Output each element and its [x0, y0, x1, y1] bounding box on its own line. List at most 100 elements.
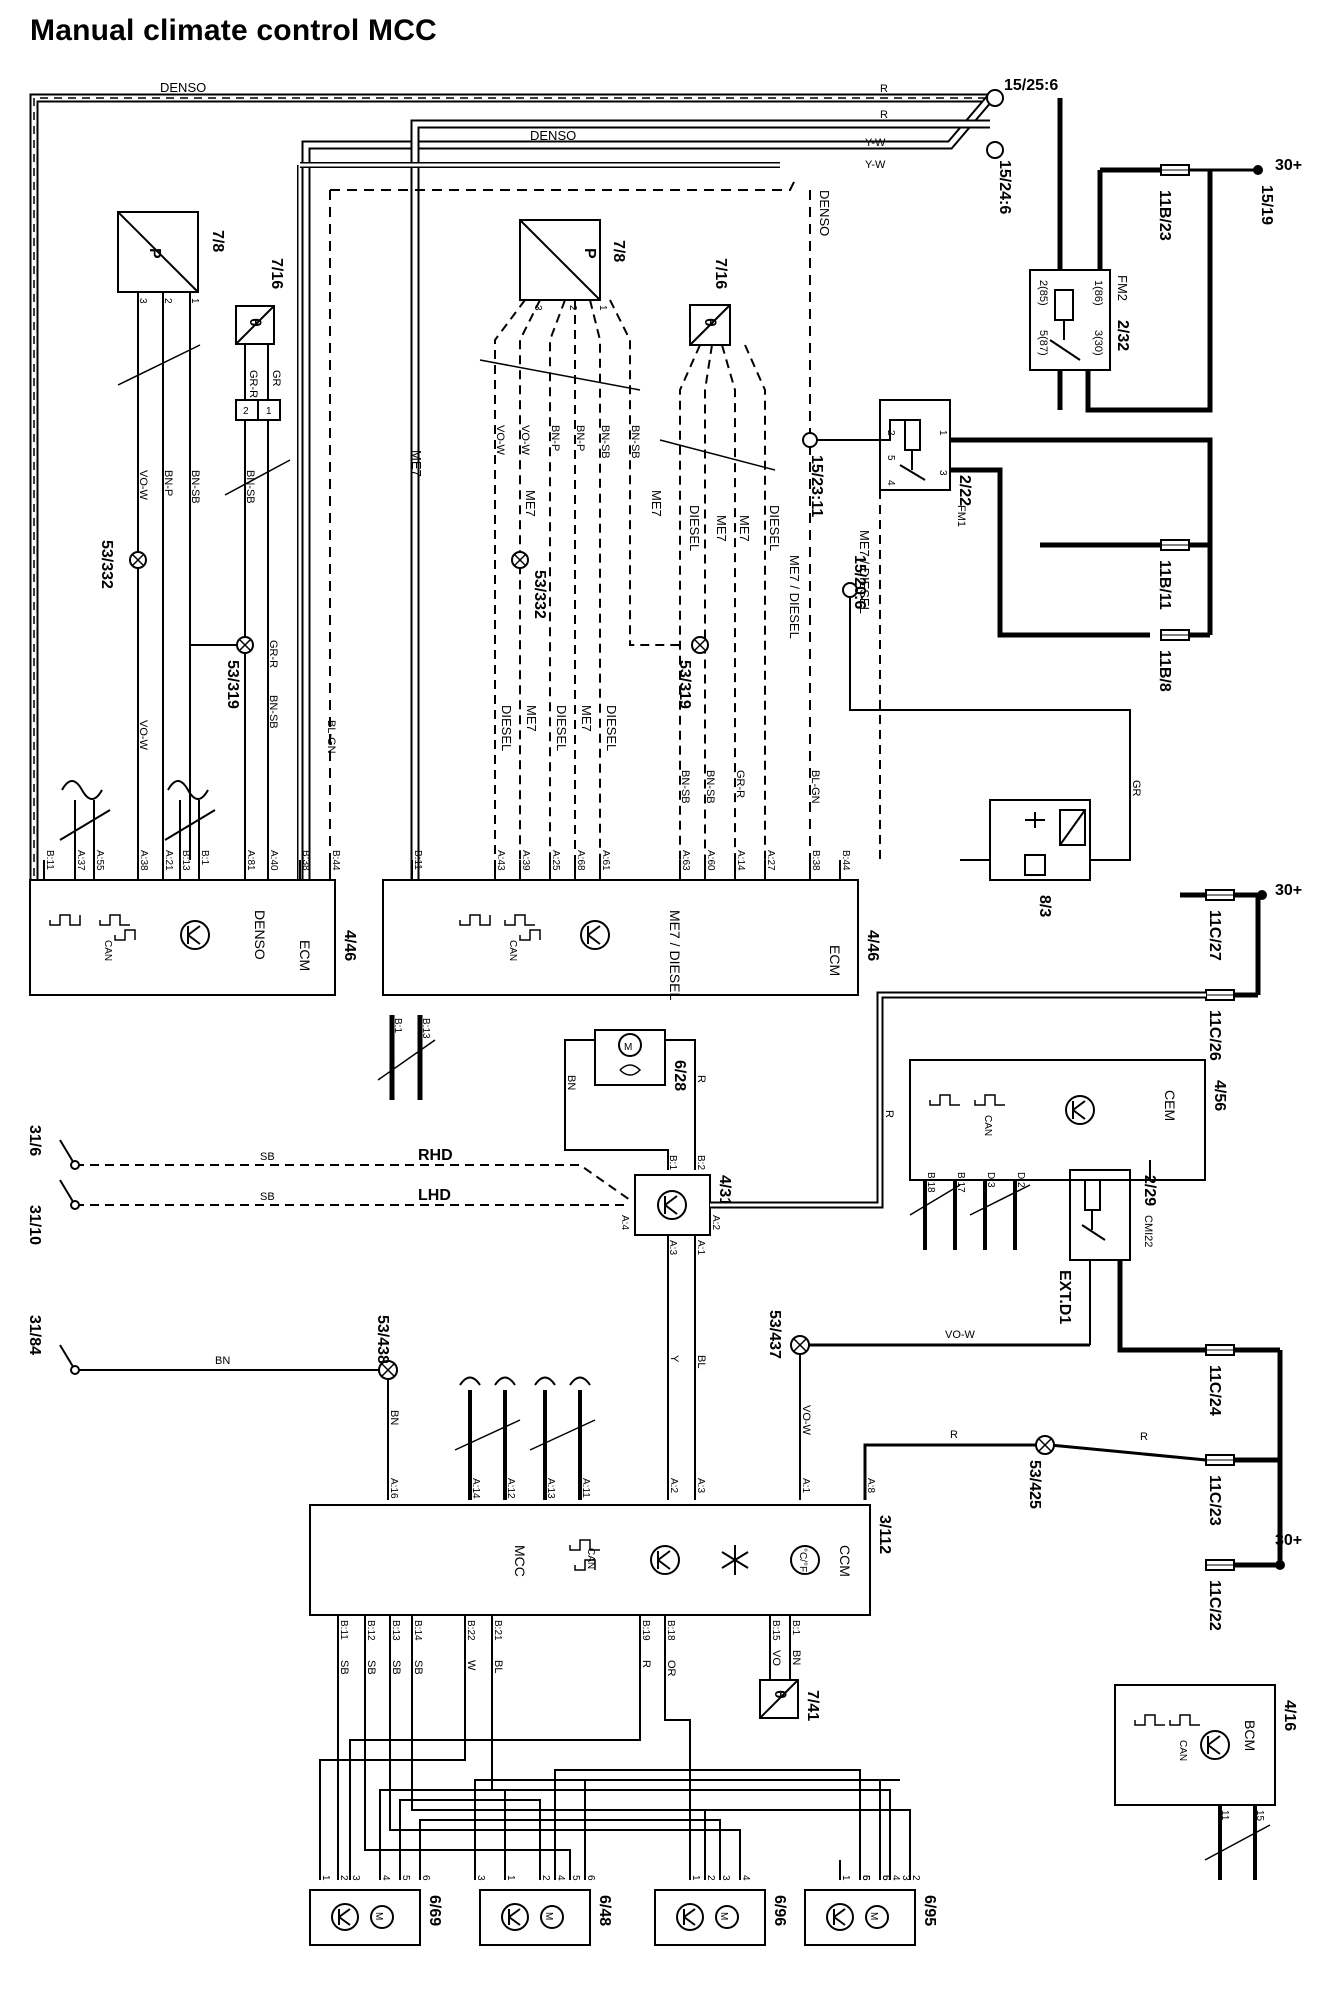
- mid-ecm-name: ECM: [827, 945, 843, 976]
- relay-fm2-pin-1-86: 1(86): [1092, 280, 1104, 306]
- wire-label-yw1: Y-W: [865, 137, 886, 149]
- svg-text:M: M: [718, 1912, 729, 1920]
- mid-ecm-pin-a-25: A:25: [550, 850, 561, 871]
- mid-wire-bn-sb-4: BN-SB: [704, 770, 716, 804]
- mid-ecm-can: CAN: [507, 940, 518, 961]
- motor-6-69-pin-6: 6: [420, 1875, 431, 1881]
- sensor-7-41-glyph: θ: [771, 1690, 788, 1699]
- ccm-bottom-pin-b-13: B:13: [390, 1620, 401, 1641]
- mid-pressure-sensor: [519, 219, 601, 301]
- ccm-top-pin-a-14: A:14: [470, 1478, 481, 1499]
- ground-31-10-label: 31/10: [26, 1205, 43, 1245]
- mid-wire-bn-sb-3: BN-SB: [679, 770, 691, 804]
- mid-wire-bn-sb: BN-SB: [599, 425, 611, 459]
- module-pin-b2: B:2: [695, 1155, 706, 1170]
- mid-pin-2: 2: [567, 305, 578, 311]
- relay-fm2-pin-2-85: 2(85): [1037, 280, 1049, 306]
- mid-below-wires: [389, 1015, 423, 1100]
- relay-fm1-pin-4: 4: [885, 480, 896, 486]
- bcm-wires: [1218, 1805, 1257, 1880]
- splice-15-24-6: [986, 141, 1004, 159]
- ccm-bottom-wire-10: BN: [790, 1650, 802, 1665]
- motor-6-95-pin-6: 6: [860, 1875, 871, 1881]
- splice-15-23-11: [802, 432, 818, 448]
- ccm-bottom-wire-2: SB: [390, 1660, 402, 1675]
- module-pin-b1: B:1: [667, 1155, 678, 1170]
- wire-label-denso-dashed: DENSO: [817, 190, 832, 236]
- mid-wire-vo-w: VO-W: [494, 425, 506, 456]
- wire-label-yw2: Y-W: [865, 159, 886, 171]
- wire-y: Y: [668, 1355, 680, 1363]
- motor-6-96-pin-3: 3: [720, 1875, 731, 1881]
- dashed-signal-top: [329, 179, 811, 860]
- module-pin-a2: A:2: [710, 1215, 721, 1230]
- mid-me7-diesel: ME7 / DIESEL: [787, 555, 802, 639]
- wire-r-425-a: R: [950, 1429, 958, 1441]
- ccm-bottom-wire-9: VO: [770, 1650, 782, 1666]
- plus30-label-2: 30+: [1275, 882, 1302, 899]
- bcm-can-icon: [1134, 1714, 1230, 1760]
- left-ecm-pins: [43, 860, 331, 880]
- ccm-top-pin-a-8: A:8: [865, 1478, 876, 1493]
- mid-me7-6: ME7: [579, 705, 594, 732]
- left-ecm-box: [29, 879, 336, 996]
- sensor-8-3: [960, 710, 1131, 881]
- ccm-top-twisted: [468, 1390, 582, 1500]
- bcm-box: [1114, 1684, 1276, 1806]
- ccm-top-pin-a-11: A:11: [580, 1478, 591, 1498]
- sensor-8-3-wire-gr: GR: [1130, 780, 1142, 797]
- mid-pin-1: 1: [597, 305, 608, 311]
- page-title: Manual climate control MCC: [30, 14, 437, 47]
- sensor-7-41-wires: [769, 1615, 791, 1680]
- left-ecm-sub: DENSO: [252, 910, 268, 960]
- relay-fm1-pin-3: 3: [937, 470, 948, 476]
- ccm-top-pin-a-2: A:2: [668, 1478, 679, 1493]
- ccm-sub: CCM: [837, 1545, 853, 1577]
- relay-fm1-label: FM1: [955, 505, 967, 527]
- wire-label-denso-2: DENSO: [530, 128, 576, 143]
- left-wire-bn-sb-3: BN-SB: [267, 695, 279, 729]
- left-twist-markers: [117, 344, 291, 496]
- mid-ecm-pin-b-11: B:11: [412, 850, 423, 870]
- fan-wire-r: R: [695, 1075, 707, 1083]
- fuse-15-19-label: 15/19: [1258, 185, 1275, 225]
- wire-label-r1: R: [880, 83, 888, 95]
- left-pressure-glyph: P: [146, 248, 163, 259]
- relay-fm2-pin-3-30: 3(30): [1092, 330, 1104, 356]
- mid-ecm-pin-a-60: A:60: [705, 850, 716, 871]
- mid-pressure-glyph: P: [581, 248, 598, 259]
- left-conn-1: 1: [266, 406, 272, 417]
- wire-vo-w-ccm: VO-W: [800, 1405, 812, 1436]
- module-power-wire-r: R: [883, 1110, 895, 1118]
- motor-6-95-pin-4: 4: [890, 1875, 901, 1881]
- mid-ecm-pin-a-39: A:39: [520, 850, 531, 871]
- motor-6-69-pin-2: 2: [338, 1875, 349, 1881]
- left-ecm-pin-b-1: B:1: [199, 850, 210, 865]
- motor-6-96-pin-6: 6: [880, 1875, 891, 1881]
- mid-wire-gr-r: GR-R: [734, 770, 746, 798]
- left-wire-bl-gn: BL-GN: [325, 720, 337, 754]
- left-pin-1: 1: [189, 298, 200, 304]
- mid-me7-diesel-2: ME7 / DIESEL: [857, 530, 872, 614]
- fan-wires: [564, 1039, 696, 1170]
- mid-ecm-pin-stubs: [411, 860, 841, 880]
- mid-below-pin-b13: B:13: [420, 1018, 431, 1039]
- motor-6-95-pin-1: 1: [840, 1875, 851, 1881]
- cem-pin-b18: B:18: [925, 1172, 936, 1193]
- mid-wire-bn-p: BN-P: [549, 425, 561, 451]
- left-sensor-7-16: 7/16: [268, 258, 285, 289]
- mid-me7-4: ME7: [737, 515, 752, 542]
- left-ecm-pin-a-37: A:37: [75, 850, 86, 871]
- mid-ecm-pin-a-61: A:61: [600, 850, 611, 871]
- ccm-bottom-wire-0: SB: [338, 1660, 350, 1675]
- ccm-top-pin-a-1: A:1: [800, 1478, 811, 1493]
- wire-label-r2: R: [880, 109, 888, 121]
- mid-twist-markers: [479, 359, 776, 471]
- mid-below-pin-b1: B:1: [392, 1018, 403, 1033]
- left-wire-me7: ME7: [409, 450, 424, 477]
- fuse-11b23-label: 11B/23: [1156, 190, 1173, 241]
